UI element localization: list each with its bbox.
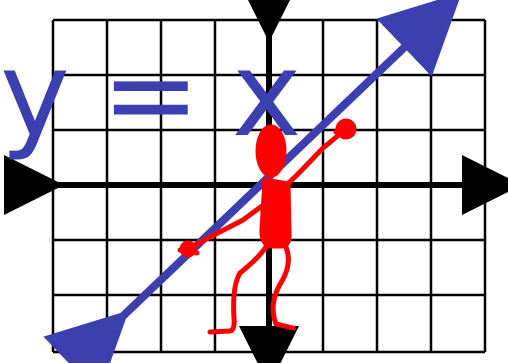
equation-label: y = x xyxy=(0,25,299,163)
stick-figure-icon xyxy=(177,118,357,335)
